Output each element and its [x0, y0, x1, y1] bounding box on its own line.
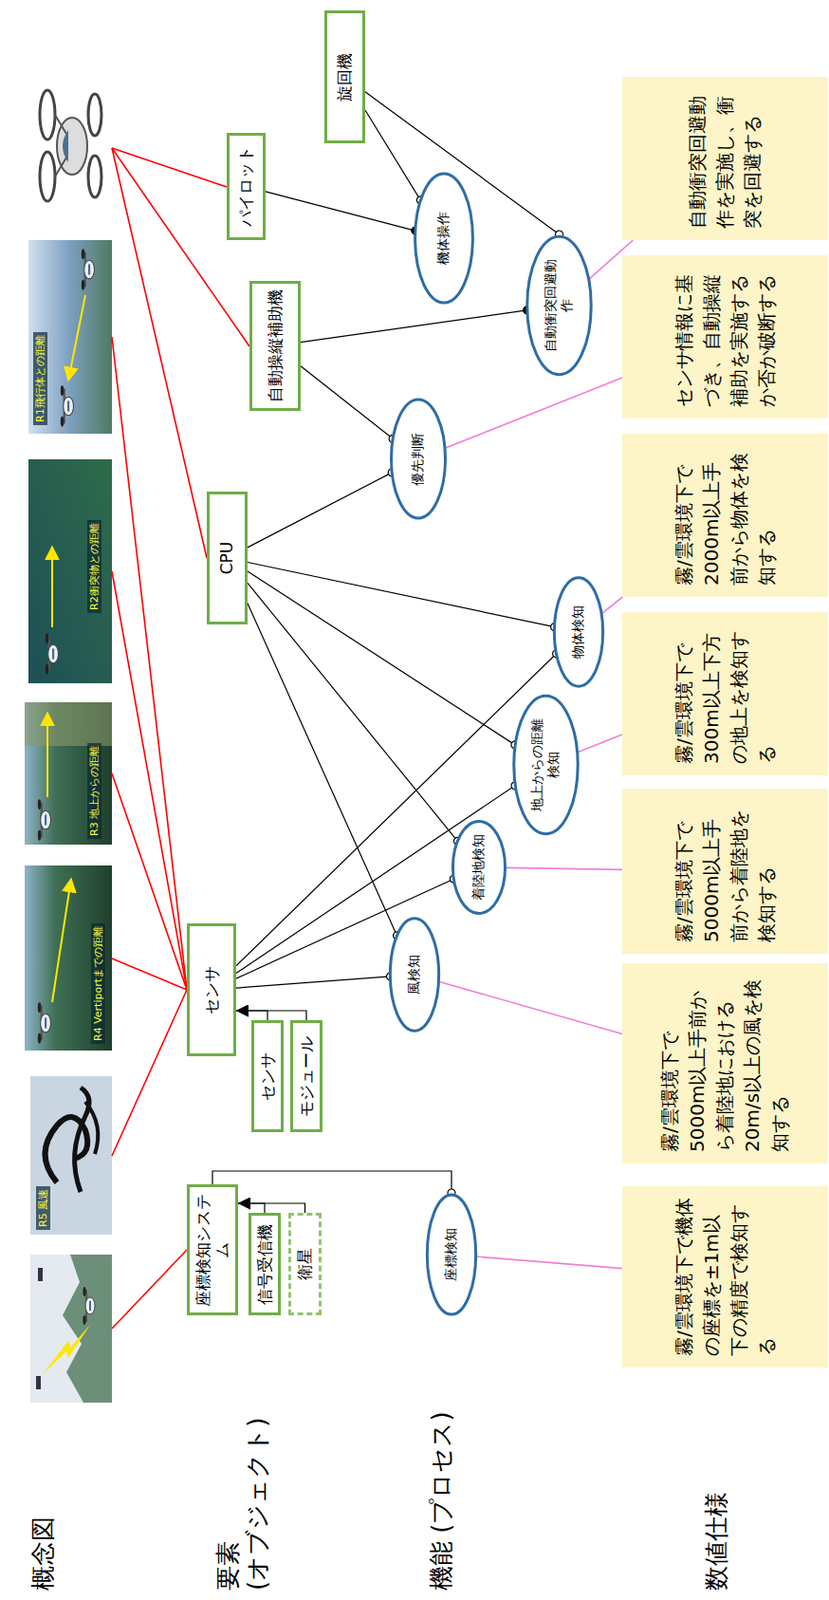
- node-text: 霧/雲環境下で5000m以上手前から着陸地における20m/s以上の風を検知する: [646, 962, 804, 1163]
- image-label: R2衝突物との距離: [87, 519, 102, 613]
- evtol-image: [39, 90, 102, 202]
- image-label: R3 地上からの距離: [87, 742, 102, 839]
- node-text: センサ: [257, 1051, 277, 1101]
- node-text: 機体操作: [435, 211, 453, 265]
- object-box: 自動操縦補助機: [249, 280, 301, 411]
- node-text: 霧/雲環境下で2000m以上手前から物体を検知する: [661, 433, 791, 597]
- process-ellipse: 自動衝突回避動作: [525, 234, 593, 377]
- node-text: 座標検知: [442, 1227, 461, 1281]
- link-connector: [365, 110, 421, 201]
- spec-box: センサ情報に基づき、自動操縦補助を実施するか否か破断する: [622, 255, 829, 419]
- section-label: 数値仕様: [701, 1395, 732, 1590]
- link-connector: [300, 310, 528, 343]
- spec-leader: [475, 1255, 623, 1269]
- node-text: 自動操縦補助機: [265, 289, 285, 403]
- spec-leader: [444, 377, 623, 448]
- obstacle-image: [28, 459, 112, 683]
- link-connector: [236, 976, 391, 988]
- node-text: センサ: [202, 965, 222, 1014]
- link-connector: [247, 472, 392, 548]
- node-text: 旋回機: [334, 53, 354, 102]
- node-text: センサ情報に基づき、自動操縦補助を実施するか否か破断する: [661, 255, 791, 419]
- node-text: 物体検知: [570, 605, 588, 659]
- spec-box: 霧/雲環境下で機体の座標を±1m以下の精度で検知する: [622, 1185, 829, 1367]
- relation-lines: [111, 147, 250, 1328]
- process-ellipse: 優先判断: [389, 398, 447, 521]
- node-text: 優先判断: [409, 432, 427, 486]
- process-ellipse: 座標検知: [425, 1192, 478, 1316]
- image-label: R4 Vertiportまでの距離: [91, 922, 106, 1044]
- aircraft-distance-image: [28, 239, 112, 434]
- node-text: パイロット: [236, 146, 256, 227]
- node-text: 座標検知システム: [193, 1191, 233, 1308]
- object-box: モジュール: [290, 1019, 323, 1132]
- node-text: 霧/雲環境下で300m以上下方の地上を検知する: [661, 611, 791, 775]
- link-connector: [236, 785, 516, 974]
- link-connector: [238, 1202, 265, 1213]
- link-connector: [265, 191, 416, 231]
- node-text: 衛星: [294, 1247, 314, 1280]
- object-box: 旋回機: [324, 10, 366, 144]
- link-connector: [236, 1010, 268, 1020]
- spec-leader: [577, 734, 623, 753]
- ground-image: [24, 701, 112, 845]
- wind-image: [30, 1075, 112, 1235]
- node-text: 自動衝突回避動作: [542, 254, 576, 357]
- link-connector: [238, 1202, 306, 1213]
- process-ellipse: 機体操作: [413, 171, 475, 305]
- image-label: R1飛行体との距離: [33, 331, 48, 425]
- process-ellipse: 地上からの距離検知: [512, 693, 580, 836]
- node-text: 信号受信機: [255, 1223, 275, 1305]
- object-box: 信号受信機: [248, 1212, 281, 1315]
- spec-box: 霧/雲環境下で2000m以上手前から物体を検知する: [622, 433, 829, 597]
- node-text: 地上からの距離検知: [529, 713, 563, 816]
- link-connector: [247, 582, 458, 841]
- node-text: CPU: [217, 541, 237, 575]
- spec-leader: [601, 596, 623, 614]
- node-text: モジュール: [296, 1035, 316, 1117]
- node-text: 風検知: [405, 954, 424, 995]
- vertiport-image: [24, 865, 112, 1051]
- object-box: パイロット: [226, 132, 266, 240]
- link-connector: [236, 1010, 307, 1020]
- position-image: [30, 1253, 112, 1402]
- spec-leader: [504, 866, 623, 869]
- section-label: 要素 (オブジェクト): [213, 1395, 273, 1590]
- object-box: センサ: [186, 922, 237, 1056]
- node-text: 霧/雲環境下で機体の座標を±1m以下の精度で検知する: [661, 1185, 791, 1367]
- spec-box: 霧/雲環境下で5000m以上手前から着陸地における20m/s以上の風を検知する: [622, 962, 829, 1163]
- image-label: R5 風速: [36, 1185, 51, 1230]
- spec-box: 霧/雲環境下で300m以上下方の地上を検知する: [622, 611, 829, 775]
- link-connector: [212, 1170, 452, 1193]
- process-ellipse: 着陸地検知: [451, 819, 507, 915]
- link-connector: [247, 562, 555, 627]
- object-box: CPU: [206, 491, 248, 625]
- node-text: 霧/雲環境下で5000m以上手前から着陸地を検知する: [661, 788, 791, 954]
- section-label: 概念図: [28, 1395, 58, 1590]
- object-box: 衛星: [288, 1212, 322, 1315]
- process-ellipse: 物体検知: [552, 575, 605, 688]
- spec-box: 霧/雲環境下で5000m以上手前から着陸地を検知する: [622, 788, 829, 954]
- object-box: センサ: [251, 1019, 284, 1132]
- section-label: 機能 (プロセス): [426, 1395, 457, 1590]
- spec-leader: [438, 980, 623, 1033]
- object-box: 座標検知システム: [186, 1183, 239, 1315]
- link-connector: [300, 366, 393, 440]
- link-connector: [236, 653, 557, 966]
- process-ellipse: 風検知: [388, 916, 441, 1032]
- node-text: 自動衝突回避動作を実施し、衝突を回避する: [674, 76, 776, 240]
- node-text: 着陸地検知: [470, 833, 488, 901]
- link-connector: [247, 571, 516, 745]
- spec-box: 自動衝突回避動作を実施し、衝突を回避する: [622, 76, 829, 240]
